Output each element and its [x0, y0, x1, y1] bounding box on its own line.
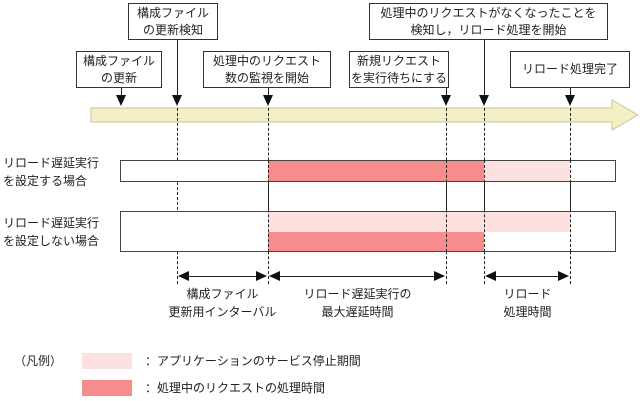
processing-segment: [268, 161, 484, 181]
callout-text: 構成ファイル: [82, 54, 155, 68]
dimension-line-config-interval: [180, 276, 265, 277]
row-label-line: を設定する場合: [3, 174, 88, 188]
timeline-arrow-icon: [90, 99, 640, 131]
callout-reload-complete: リロード処理完了: [510, 51, 630, 88]
row-label-delay-enabled: リロード遅延実行 を設定する場合: [3, 154, 99, 190]
arrow-down-icon: [116, 95, 126, 106]
legend-swatch-processing: [82, 380, 132, 396]
callout-text: 構成ファイル: [136, 6, 209, 20]
callout-text: リロード処理完了: [521, 62, 618, 76]
callout-text: 数の監視を開始: [224, 71, 309, 85]
dimension-label-max-delay: リロード遅延実行の 最大遅延時間: [290, 285, 425, 321]
legend-label-processing: ：処理中のリクエストの処理時間: [145, 381, 326, 395]
connector-line: [570, 88, 571, 96]
arrow-right-icon: [434, 271, 445, 281]
arrow-down-icon: [565, 95, 575, 106]
legend-swatch-service-stop: [82, 353, 132, 369]
connector-line: [121, 88, 122, 96]
legend-title: （凡例）: [14, 354, 63, 368]
arrow-down-icon: [441, 95, 451, 106]
dimension-label-line: 処理時間: [503, 305, 552, 319]
arrow-down-icon: [263, 95, 273, 106]
guide-line-overlay: [268, 160, 269, 252]
callout-text: の更新検知: [142, 23, 203, 37]
callout-text: 処理中のリクエスト: [212, 54, 321, 68]
row-label-line: を設定しない場合: [3, 234, 100, 248]
legend-label-service-stop: ：アプリケーションのサービス停止期間: [145, 354, 361, 368]
arrow-left-icon: [485, 271, 496, 281]
dimension-label-reload-time: リロード 処理時間: [490, 285, 565, 321]
row-label-line: リロード遅延実行: [3, 156, 100, 170]
row-label-delay-disabled: リロード遅延実行 を設定しない場合: [3, 214, 99, 250]
connector-line: [177, 40, 178, 96]
processing-segment: [268, 232, 484, 251]
connector-line: [268, 88, 269, 96]
guide-line-overlay: [484, 160, 485, 252]
arrow-down-icon: [172, 95, 182, 106]
guide-line-overlay: [570, 160, 571, 252]
callout-text: の更新: [100, 71, 137, 85]
callout-config-update: 構成ファイル の更新: [76, 51, 162, 88]
dimension-label-config-interval: 構成ファイル 更新用インターバル: [160, 285, 285, 321]
connector-line: [446, 88, 447, 96]
callout-no-requests: 処理中のリクエストがなくなったことを 検知し，リロード処理を開始: [369, 3, 608, 40]
callout-text: 検知し，リロード処理を開始: [410, 23, 567, 37]
callout-text: を実行待ちにする: [350, 71, 448, 85]
service-stop-segment: [484, 161, 570, 181]
dimension-label-line: 更新用インターバル: [168, 305, 277, 319]
dimension-label-line: リロード: [503, 287, 552, 301]
dimension-label-line: 構成ファイル: [186, 287, 259, 301]
arrow-left-icon: [269, 271, 280, 281]
guide-line-overlay: [446, 160, 447, 252]
callout-text: 新規リクエスト: [356, 54, 441, 68]
dimension-label-line: 最大遅延時間: [321, 305, 394, 319]
guide-line-config-detect: [177, 108, 178, 284]
callout-text: 処理中のリクエストがなくなったことを: [380, 6, 597, 20]
callout-new-request-wait: 新規リクエスト を実行待ちにする: [349, 51, 449, 88]
dimension-line-max-delay: [271, 276, 443, 277]
arrow-right-icon: [256, 271, 267, 281]
callout-monitor-start: 処理中のリクエスト 数の監視を開始: [203, 51, 331, 88]
service-stop-segment: [268, 212, 570, 232]
dimension-label-line: リロード遅延実行の: [303, 287, 412, 301]
connector-line: [484, 40, 485, 96]
callout-config-detect: 構成ファイル の更新検知: [128, 3, 218, 40]
arrow-right-icon: [558, 271, 569, 281]
dimension-line-reload-time: [487, 276, 567, 277]
row-label-line: リロード遅延実行: [3, 216, 100, 230]
arrow-left-icon: [178, 271, 189, 281]
arrow-down-icon: [479, 95, 489, 106]
